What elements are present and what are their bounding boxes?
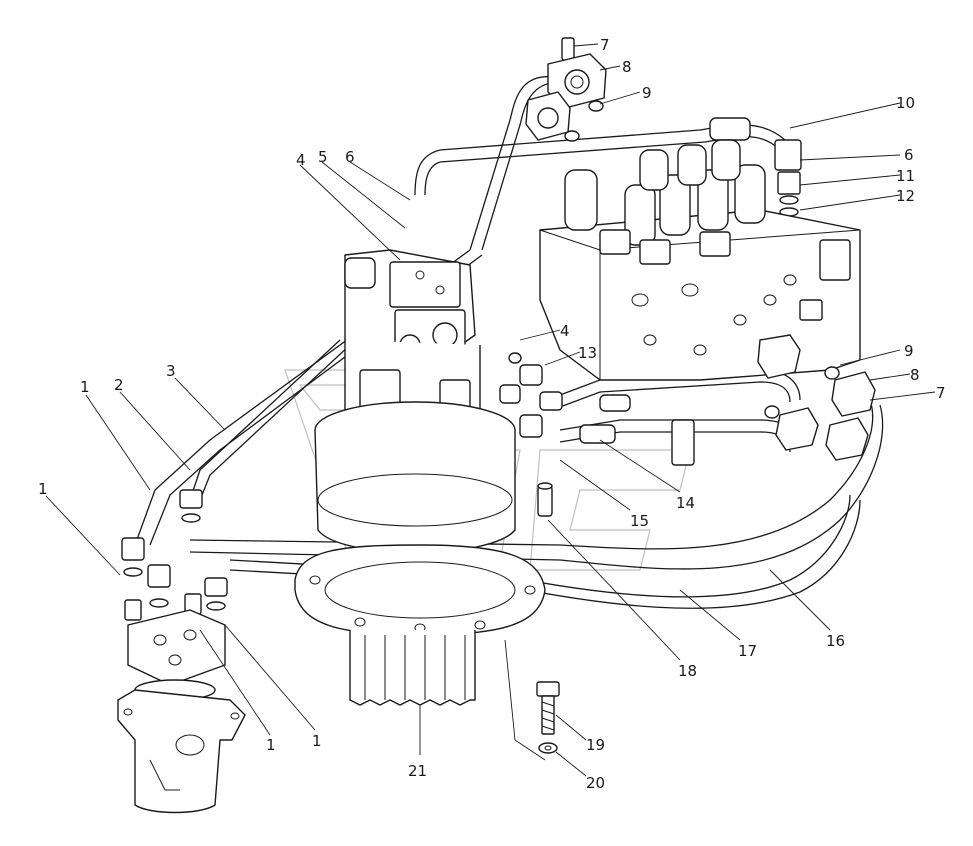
callout-3: 3 [166,362,176,380]
callout-9-top: 9 [642,84,652,102]
callout-17: 17 [738,642,757,660]
leader-lines [45,43,936,777]
callout-8-top: 8 [622,58,632,76]
callout-1-left: 1 [38,480,48,498]
center-fittings [499,352,631,444]
callout-8-right: 8 [910,366,920,384]
callout-15: 15 [630,512,649,530]
right-top-fittings [709,117,802,217]
callout-4-mid: 4 [560,322,570,340]
callout-21: 21 [408,762,427,780]
callout-20: 20 [586,774,605,792]
pin-part [537,482,553,517]
callout-6-left: 6 [345,148,355,166]
callout-labels: 7 8 9 10 6 11 12 4 5 6 4 13 9 8 7 1 2 3 … [38,36,946,792]
swing-motor-assembly [294,249,546,706]
callout-16: 16 [826,632,845,650]
callout-13: 13 [578,344,597,362]
callout-5: 5 [318,148,328,166]
callout-4-top: 4 [296,151,306,169]
callout-19: 19 [586,736,605,754]
top-flange-fittings [525,37,607,142]
callout-6-right: 6 [904,146,914,164]
callout-9-right: 9 [904,342,914,360]
callout-1-lower-b: 1 [312,732,322,750]
callout-1-lower-a: 1 [266,736,276,754]
callout-7-top: 7 [600,36,610,54]
right-hose-flanges [757,334,876,461]
callout-1-upper: 1 [80,378,90,396]
callout-7-right: 7 [936,384,946,402]
callout-10: 10 [896,94,915,112]
callout-2: 2 [114,376,124,394]
center-swivel-joint [117,489,246,814]
callout-18: 18 [678,662,697,680]
bolt-and-washer [536,681,560,754]
callout-11: 11 [896,167,915,185]
callout-14: 14 [676,494,695,512]
callout-12: 12 [896,187,915,205]
